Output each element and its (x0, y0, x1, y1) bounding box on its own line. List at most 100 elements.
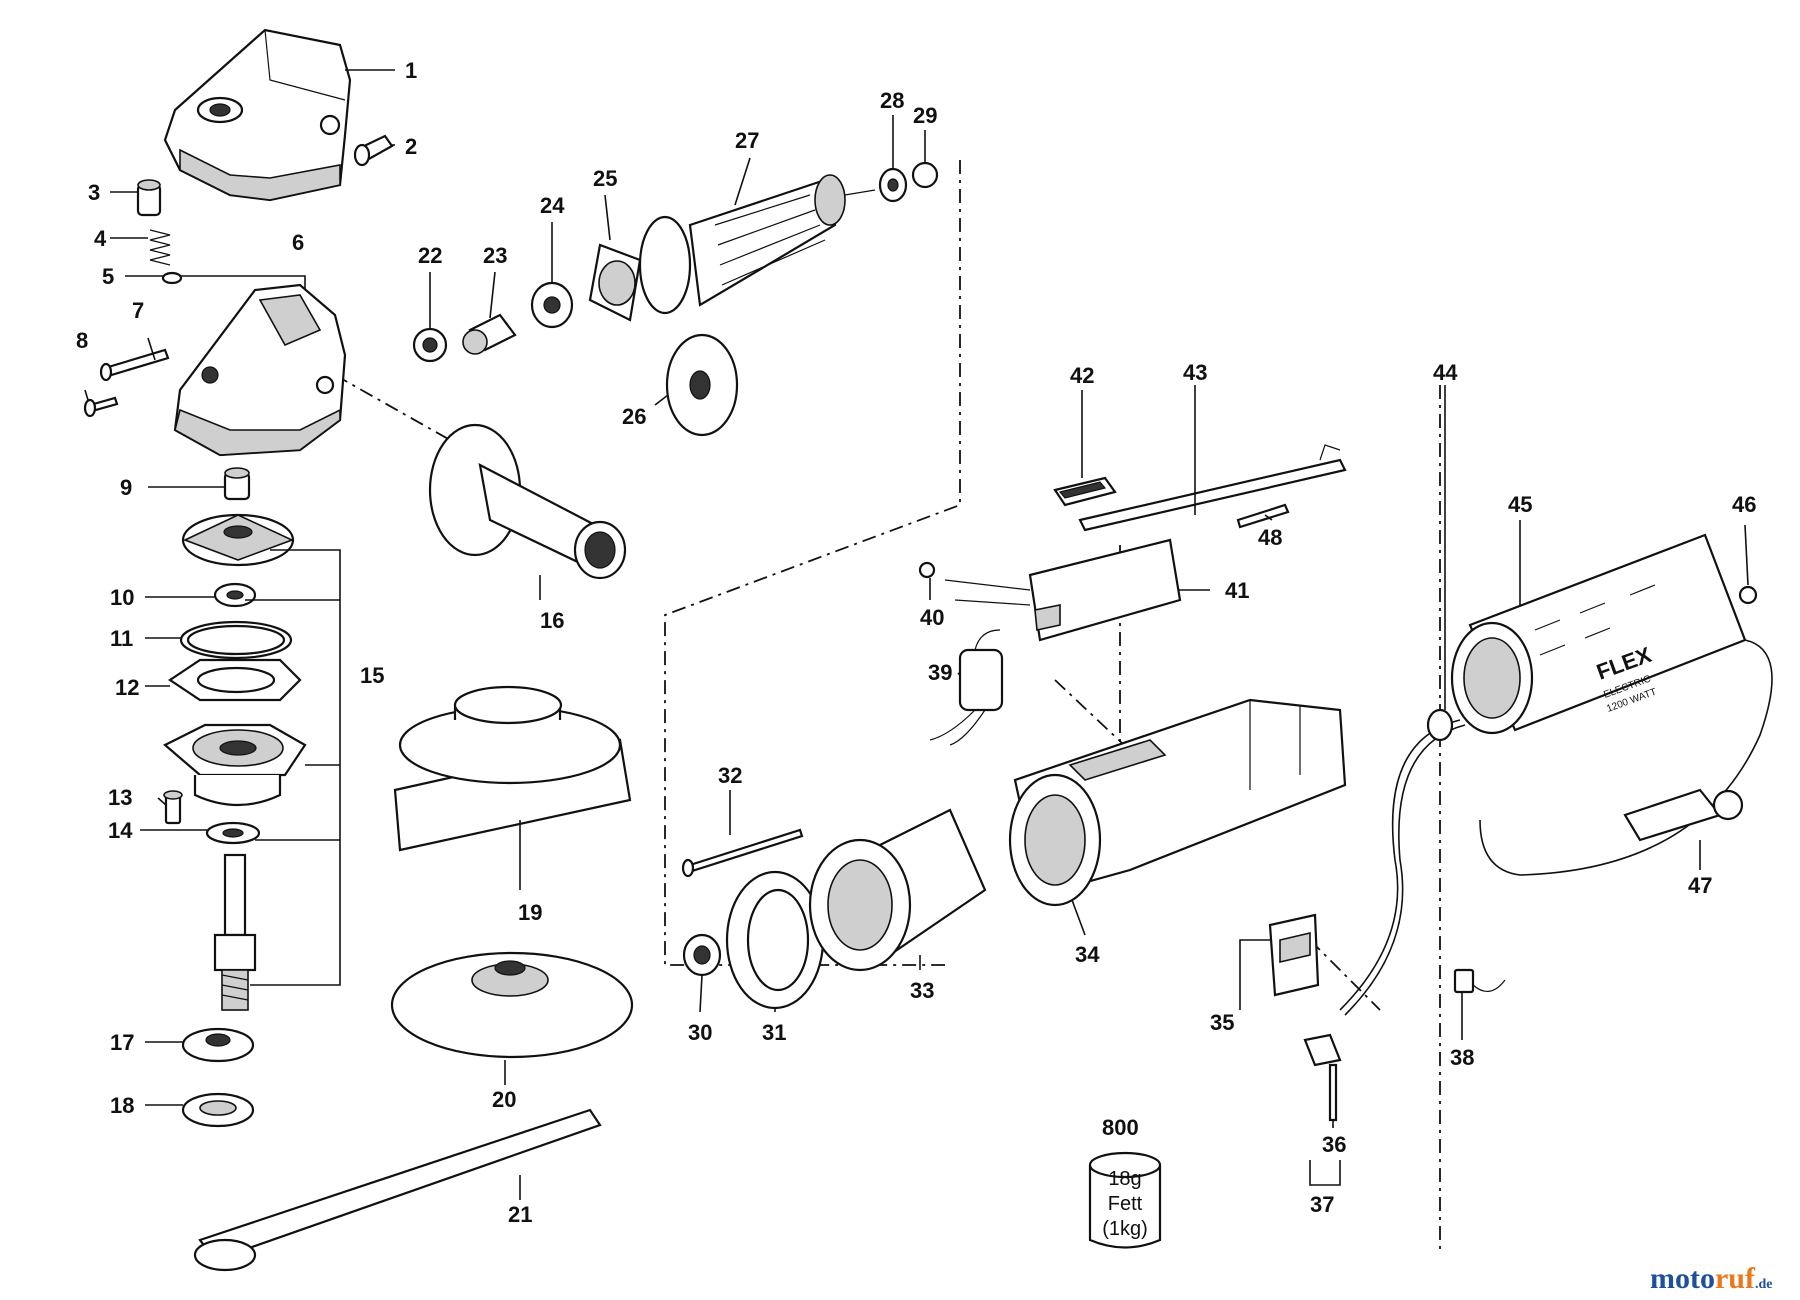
label-43: 43 (1183, 360, 1207, 385)
spindle (213, 853, 257, 1011)
part-19-guard (393, 685, 632, 852)
label-31: 31 (762, 1020, 786, 1045)
part-43-switch-rod (1078, 444, 1347, 532)
label-34: 34 (1075, 942, 1100, 967)
label-24: 24 (540, 193, 565, 218)
part-800-grease-pot: 18g Fett (1kg) (1088, 1151, 1162, 1249)
part-18-nut (181, 1092, 255, 1128)
label-29: 29 (913, 103, 937, 128)
part-number-labels: 1 2 3 4 5 6 7 8 9 10 11 12 13 14 15 16 1… (76, 58, 1756, 1227)
part-42-slider (1053, 476, 1117, 507)
part-10-bearing (213, 582, 257, 608)
part-28-bearing (878, 167, 908, 203)
label-22: 22 (418, 243, 442, 268)
part-3-button-pin (136, 179, 162, 217)
label-1: 1 (405, 58, 417, 83)
part-45-motor-cover: FLEX ELECTRIC 1200 WATT (1450, 533, 1747, 735)
part-5-ring (161, 271, 183, 285)
label-28: 28 (880, 88, 904, 113)
label-26: 26 (622, 404, 646, 429)
part-22-nut (412, 327, 448, 363)
label-27: 27 (735, 128, 759, 153)
label-10: 10 (110, 585, 134, 610)
label-2: 2 (405, 134, 417, 159)
label-45: 45 (1508, 492, 1532, 517)
label-41: 41 (1225, 578, 1249, 603)
part-13-screw (163, 790, 183, 825)
label-36: 36 (1322, 1132, 1346, 1157)
grease-quantity: (1kg) (1102, 1218, 1148, 1240)
bevel-gear (181, 513, 295, 567)
part-47-plug (1479, 639, 1773, 876)
label-25: 25 (593, 166, 617, 191)
label-40: 40 (920, 605, 944, 630)
bearing-flange (163, 723, 307, 807)
label-38: 38 (1450, 1045, 1474, 1070)
label-30: 30 (688, 1020, 712, 1045)
part-40-screw (918, 561, 936, 579)
label-23: 23 (483, 243, 507, 268)
part-16-side-handle (428, 423, 627, 580)
part-21-wrench (193, 1108, 602, 1272)
part-33-stator (808, 808, 987, 972)
part-26-gear (665, 333, 739, 437)
label-18: 18 (110, 1093, 134, 1118)
part-32-screw (681, 828, 804, 878)
label-16: 16 (540, 608, 564, 633)
label-39: 39 (928, 660, 952, 685)
part-1-gear-cover (163, 28, 352, 202)
part-7-screw (99, 348, 170, 382)
part-35-switch (1268, 913, 1320, 997)
label-42: 42 (1070, 363, 1094, 388)
part-41-switch-cover (944, 538, 1182, 642)
part-34-motor-housing (1008, 698, 1347, 907)
part-31-ring (725, 870, 825, 1010)
label-20: 20 (492, 1087, 516, 1112)
label-4: 4 (94, 226, 107, 251)
grease-name: Fett (1108, 1193, 1143, 1215)
part-25-bearing-plate (588, 243, 642, 322)
label-44: 44 (1433, 360, 1458, 385)
part-2-screw (353, 134, 394, 167)
label-9: 9 (120, 475, 132, 500)
label-17: 17 (110, 1030, 134, 1055)
label-48: 48 (1258, 525, 1282, 550)
watermark-part2: ruf (1715, 1262, 1756, 1295)
part-20-disc (390, 951, 634, 1059)
part-11-ring (179, 620, 293, 660)
label-8: 8 (76, 328, 88, 353)
label-47: 47 (1688, 873, 1712, 898)
part-48-screw (1236, 503, 1290, 529)
label-7: 7 (132, 298, 144, 323)
label-12: 12 (115, 675, 139, 700)
leader-lines (84, 69, 1749, 1200)
part-24-bearing (530, 281, 574, 329)
watermark-part1: moto (1650, 1262, 1715, 1295)
label-21: 21 (508, 1202, 532, 1227)
label-14: 14 (108, 818, 133, 843)
part-39-capacitor (929, 629, 1004, 746)
label-33: 33 (910, 978, 934, 1003)
svg-text:motoruf.de: motoruf.de (1650, 1262, 1772, 1295)
part-30-bearing (682, 933, 722, 977)
label-5: 5 (102, 264, 114, 289)
label-15: 15 (360, 663, 384, 688)
label-3: 3 (88, 180, 100, 205)
part-29-cap (911, 161, 939, 189)
part-44-cable (1339, 708, 1466, 1016)
part-12-plate (168, 658, 302, 702)
part-23-pinion (462, 313, 517, 355)
label-35: 35 (1210, 1010, 1234, 1035)
watermark-suffix: .de (1755, 1277, 1773, 1292)
label-800: 800 (1102, 1115, 1139, 1140)
label-32: 32 (718, 763, 742, 788)
watermark-logo: motoruf.de (1650, 1262, 1772, 1295)
part-4-spring (149, 229, 171, 266)
label-6: 6 (292, 230, 304, 255)
part-36-clamp (1303, 1033, 1342, 1122)
part-14-washer (205, 821, 261, 845)
part-38-brush (1453, 968, 1506, 994)
grease-weight: 18g (1108, 1168, 1141, 1190)
label-46: 46 (1732, 492, 1756, 517)
